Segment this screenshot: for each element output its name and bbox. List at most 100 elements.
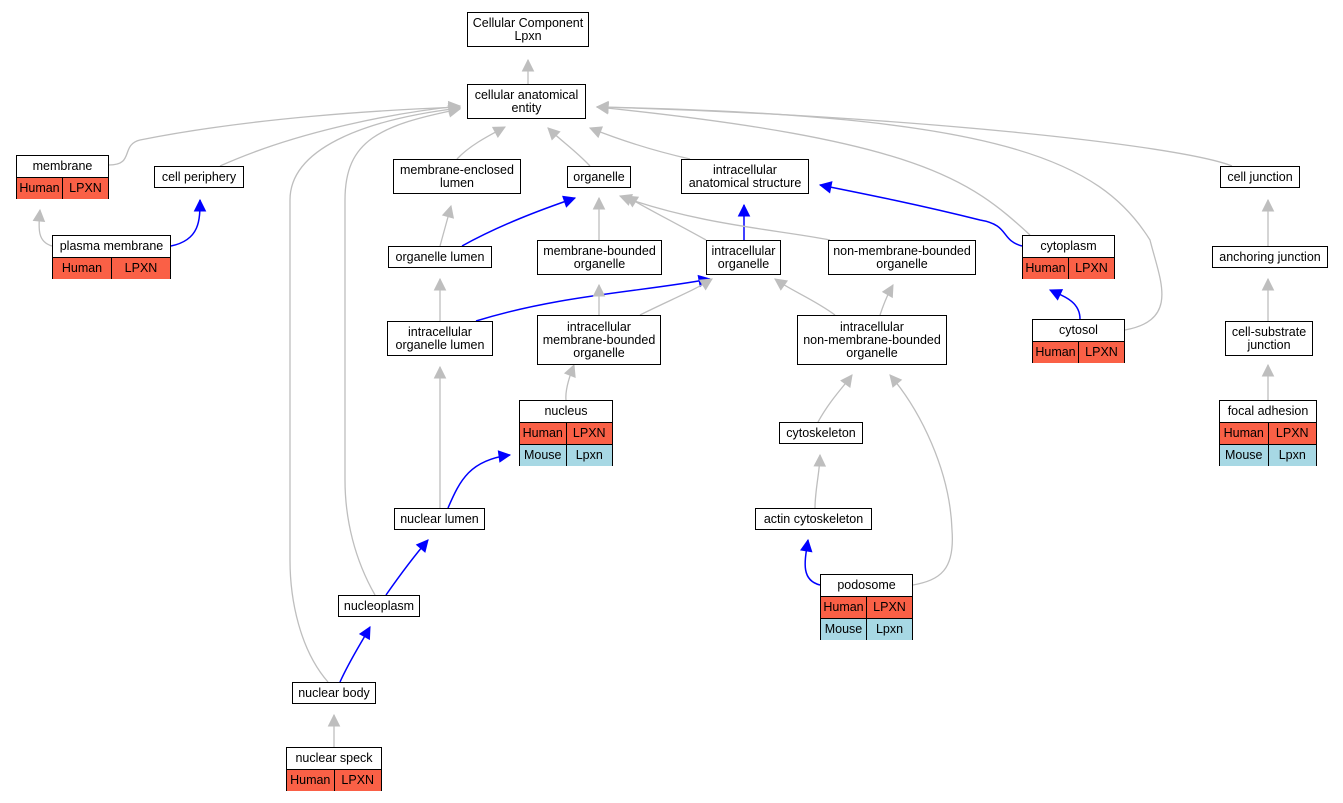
edge-arrowhead xyxy=(441,204,455,219)
edge-arrowhead xyxy=(415,539,429,553)
node-label: cytoskeleton xyxy=(786,425,856,440)
node-label: cell junction xyxy=(1227,169,1293,184)
edge-arrowhead xyxy=(1048,289,1064,301)
edge-arrowhead xyxy=(327,713,341,727)
node-intracellular-organelle-lumen[interactable]: intracellular organelle lumen xyxy=(387,321,493,356)
edge-nucleoplasm-to-cae xyxy=(344,108,461,596)
edge-arrowhead xyxy=(491,126,506,138)
edge-arrowhead xyxy=(547,127,561,141)
node-label: nuclear body xyxy=(298,685,370,700)
edge-arrowhead xyxy=(1261,277,1275,291)
edge-arrowhead xyxy=(447,103,462,116)
edge-cytoplasm-to-ias xyxy=(819,184,1023,247)
edge-arrowhead xyxy=(595,100,609,114)
edge-celljunction-to-cae xyxy=(596,106,1233,167)
node-label: nuclear lumen xyxy=(400,511,479,526)
node-organelle[interactable]: organelle xyxy=(567,166,631,188)
node-label: organelle lumen xyxy=(395,249,485,264)
node-membrane-enclosed-lumen[interactable]: membrane-enclosed lumen xyxy=(393,159,521,194)
node-label: cellular anatomical entity xyxy=(474,87,579,115)
node-label: focal adhesion xyxy=(1227,403,1309,418)
node-cytoskeleton[interactable]: cytoskeleton xyxy=(779,422,863,444)
node-label: intracellular organelle xyxy=(711,243,776,271)
node-non-membrane-bounded-organelle[interactable]: non-membrane-bounded organelle xyxy=(828,240,976,275)
gene-cell: LPXN xyxy=(1078,341,1124,363)
species-cell: Mouse xyxy=(523,447,562,462)
species-cell: Mouse xyxy=(824,621,863,636)
node-nuclear-lumen[interactable]: nuclear lumen xyxy=(394,508,485,530)
node-intracellular-non-membrane-bounded-organelle[interactable]: intracellular non-membrane-bounded organ… xyxy=(797,315,947,365)
species-cell: Human xyxy=(61,260,103,275)
edge-arrowhead xyxy=(1261,363,1275,377)
edge-arrowhead xyxy=(774,278,789,291)
edge-membrane-to-cae xyxy=(108,106,461,166)
gene-cell: LPXN xyxy=(866,596,912,618)
species-cell: Human xyxy=(1223,425,1264,440)
node-cellular-anatomical-entity[interactable]: cellular anatomical entity xyxy=(467,84,586,119)
edge-arrowhead xyxy=(358,626,371,641)
node-anchoring-junction[interactable]: anchoring junction xyxy=(1212,246,1328,268)
node-label: Cellular Component Lpxn xyxy=(472,15,584,43)
edge-arrowhead xyxy=(562,195,577,208)
node-nuclear-body[interactable]: nuclear body xyxy=(292,682,376,704)
edge-arrowhead xyxy=(800,538,813,553)
gene-cell: LPXN xyxy=(565,422,613,444)
node-label: nucleoplasm xyxy=(343,598,415,613)
edge-arrowhead xyxy=(813,453,827,467)
edge-plasmamembrane-to-cellperiphery xyxy=(170,199,201,247)
node-cellular-component-lpxn[interactable]: Cellular Component Lpxn xyxy=(467,12,589,47)
node-intracellular-membrane-bounded-organelle[interactable]: intracellular membrane-bounded organelle xyxy=(537,315,661,365)
edge-arrowhead xyxy=(433,277,447,291)
node-actin-cytoskeleton[interactable]: actin cytoskeleton xyxy=(755,508,872,530)
edge-arrowhead xyxy=(840,374,853,389)
edge-nmbo-to-organelle xyxy=(619,195,831,241)
node-label: membrane xyxy=(32,158,93,173)
edge-podosome-to-inmbo xyxy=(889,374,954,586)
species-cell: Mouse xyxy=(1224,447,1263,462)
node-nucleoplasm[interactable]: nucleoplasm xyxy=(338,595,420,617)
edge-arrowhead xyxy=(32,208,46,223)
node-label: anchoring junction xyxy=(1219,249,1321,264)
node-organelle-lumen[interactable]: organelle lumen xyxy=(388,246,492,268)
edge-nuclearlumen-to-nucleus xyxy=(447,454,511,509)
node-cell-junction[interactable]: cell junction xyxy=(1220,166,1300,188)
edge-arrowhead xyxy=(881,284,894,299)
edge-arrowhead xyxy=(592,196,606,210)
edge-arrowhead xyxy=(889,374,903,388)
edge-arrowhead xyxy=(563,363,576,379)
node-cell-substrate-junction[interactable]: cell-substrate junction xyxy=(1225,321,1313,356)
gene-cell: LPXN xyxy=(62,177,108,199)
node-label: actin cytoskeleton xyxy=(763,511,864,526)
gene-cell: Lpxn xyxy=(866,618,912,640)
gene-cell: LPXN xyxy=(333,769,382,791)
edge-arrowhead xyxy=(521,58,535,72)
node-intracellular-anatomical-structure[interactable]: intracellular anatomical structure xyxy=(681,159,809,194)
edge-organellelumen-to-organelle xyxy=(461,197,576,247)
node-cell-periphery[interactable]: cell periphery xyxy=(154,166,244,188)
species-cell: Human xyxy=(290,772,331,787)
edge-cytoplasm-to-cae xyxy=(596,106,1031,236)
node-intracellular-organelle[interactable]: intracellular organelle xyxy=(706,240,781,275)
node-label: nuclear speck xyxy=(295,750,373,765)
edge-arrowhead xyxy=(592,283,606,297)
gene-cell: LPXN xyxy=(1267,422,1317,444)
edge-arrowhead xyxy=(818,181,833,194)
gene-cell: Lpxn xyxy=(1267,444,1317,466)
node-label: cytoplasm xyxy=(1040,238,1097,253)
edge-arrowhead xyxy=(193,198,207,212)
node-membrane-bounded-organelle[interactable]: membrane-bounded organelle xyxy=(537,240,662,275)
